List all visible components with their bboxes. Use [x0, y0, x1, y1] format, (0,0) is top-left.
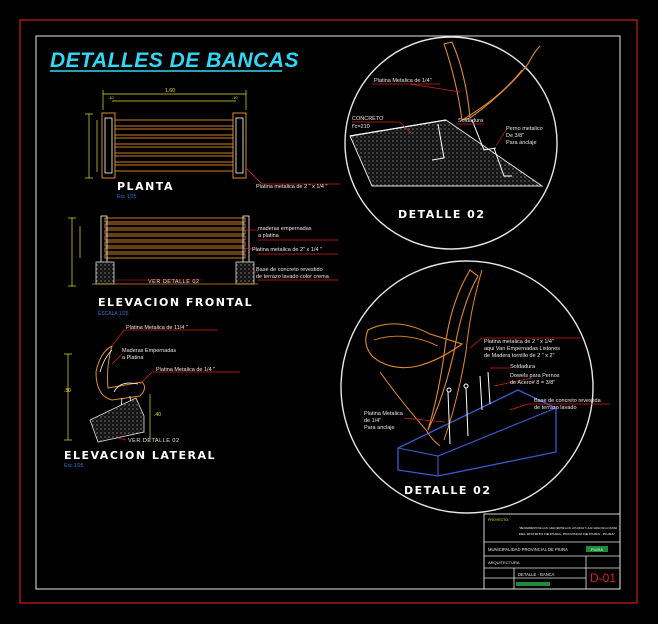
side-label: ELEVACION LATERAL: [64, 449, 216, 462]
front-note-1a: maderas empernadas: [258, 226, 312, 232]
detail-lower-note-1a: Platina metalica de 2 " x 1/4": [484, 339, 554, 345]
front-note-3b: de terrazo lavado color crema: [256, 274, 330, 280]
plan-label: PLANTA: [117, 180, 174, 193]
detail-upper-perno-c: Para anclaje: [506, 140, 537, 146]
plan-view: 1.60 .10 .10 Platina metalica de 2 " x 1…: [85, 88, 340, 200]
detail-lower-base-b: de terrazo lavado: [534, 405, 577, 411]
tb-project-line-2: DEL DISTRITO DE PIURA, PROVINCIA DE PIUR…: [519, 532, 615, 536]
detail-upper-soldadura: Soldadura: [458, 118, 484, 124]
detail-lower-note-1b: aqui Van Empernadas Listones: [484, 346, 560, 352]
plan-platina-note: Platina metalica de 2 " x 1/4 ": [256, 184, 328, 190]
detail-upper-circle: [344, 36, 558, 250]
front-base-left: [95, 261, 115, 285]
detail-upper-label: DETALLE 02: [398, 208, 485, 221]
front-ref: VER DETALLE 02: [148, 279, 200, 285]
svg-text:.10: .10: [108, 95, 114, 100]
detail-lower-bolts: [446, 371, 491, 445]
plan-wood-slats: [114, 119, 234, 172]
detail-upper-concrete-a: CONCRETO: [352, 116, 384, 122]
side-elevation: .80 .40 Platina Metalica de 11/4 " Mader…: [64, 325, 240, 469]
outer-frame: [19, 19, 638, 604]
side-concrete-base: [89, 397, 145, 443]
detail-lower-base-block: [397, 389, 557, 477]
detail-lower-perno-a: Platina Metalica: [364, 411, 404, 417]
tb-sheet-name: DETALLE - BANCA: [518, 572, 555, 577]
svg-text:.40: .40: [154, 412, 161, 418]
front-elevation: VER DETALLE 02 maderas empernadas a plat…: [68, 215, 338, 317]
detail-upper-perno-b: De 3/8": [506, 133, 524, 139]
tb-logo: [586, 546, 608, 552]
tb-project-line-1: "MEJORAMIENTO DE LA AV. GRAU (ENTRE LA A…: [519, 526, 618, 530]
side-note-2b: a Platina: [122, 355, 144, 361]
front-backrest-slats: [104, 217, 246, 259]
detail-lower: Platina metalica de 2 " x 1/4" aqui Van …: [340, 260, 610, 514]
plan-end-support-left: [101, 112, 116, 179]
plan-scale: Esc 1/25: [117, 194, 137, 200]
side-note-2a: Maderas Empernadas: [122, 348, 176, 354]
svg-text:1.60: 1.60: [165, 88, 175, 94]
tb-discipline: ARQUITECTURA: [488, 560, 520, 565]
detail-lower-perno-c: Para anclaje: [364, 425, 395, 431]
svg-text:.80: .80: [64, 388, 71, 394]
front-note-3a: Base de concreto revestido: [256, 267, 323, 273]
detail-upper-perno-a: Perno metalico: [506, 126, 543, 132]
detail-lower-perno-b: de 1/4": [364, 418, 381, 424]
side-note-1: Platina Metalica de 11/4 ": [126, 325, 188, 331]
detail-lower-dowel-b: de Acero# 8 = 3/8": [510, 380, 555, 386]
side-scale: Esc 1/25: [64, 463, 84, 469]
detail-lower-base-a: Base de concreto revestida: [534, 398, 602, 404]
front-label: ELEVACION FRONTAL: [98, 296, 253, 309]
front-base-right: [235, 261, 255, 285]
detail-lower-circle: [340, 260, 594, 514]
plan-end-support-right: [232, 112, 247, 179]
front-note-2: Platina metalica de 2" x 1/4 ": [252, 247, 322, 253]
plan-dimensions: [85, 90, 247, 179]
side-ref: VER DETALLE 02: [128, 438, 180, 444]
detail-upper-platina: Platina Metalica de 1/4": [374, 78, 432, 84]
detail-lower-note-1c: de Madera tornillo de 2 " x 2": [484, 353, 555, 359]
detail-upper-concrete-b: f'c=210: [352, 124, 370, 130]
svg-text:.10: .10: [232, 95, 238, 100]
title-block: PROYECTO: "MEJORAMIENTO DE LA AV. GRAU (…: [483, 513, 621, 590]
tb-project-head: PROYECTO:: [488, 518, 509, 522]
detail-lower-label: DETALLE 02: [404, 484, 491, 497]
drawing-title: DETALLES DE BANCAS: [50, 49, 299, 72]
tb-logo-text: PIURA: [591, 547, 604, 552]
tb-entity: MUNICIPALIDAD PROVINCIAL DE PIURA: [488, 547, 568, 552]
tb-sheet-code: D-01: [590, 571, 616, 585]
detail-lower-soldadura: Soldadura: [510, 364, 536, 370]
side-note-3: Platina Metalica de 1/4 ": [156, 367, 215, 373]
detail-upper: Platina Metalica de 1/4" CONCRETO f'c=21…: [344, 36, 558, 250]
inner-frame: [35, 35, 621, 590]
front-scale: ESCALA 1/25: [98, 311, 129, 317]
detail-lower-dowel-a: Dowels para Pernos: [510, 373, 560, 379]
front-note-1b: a platina: [258, 233, 280, 239]
